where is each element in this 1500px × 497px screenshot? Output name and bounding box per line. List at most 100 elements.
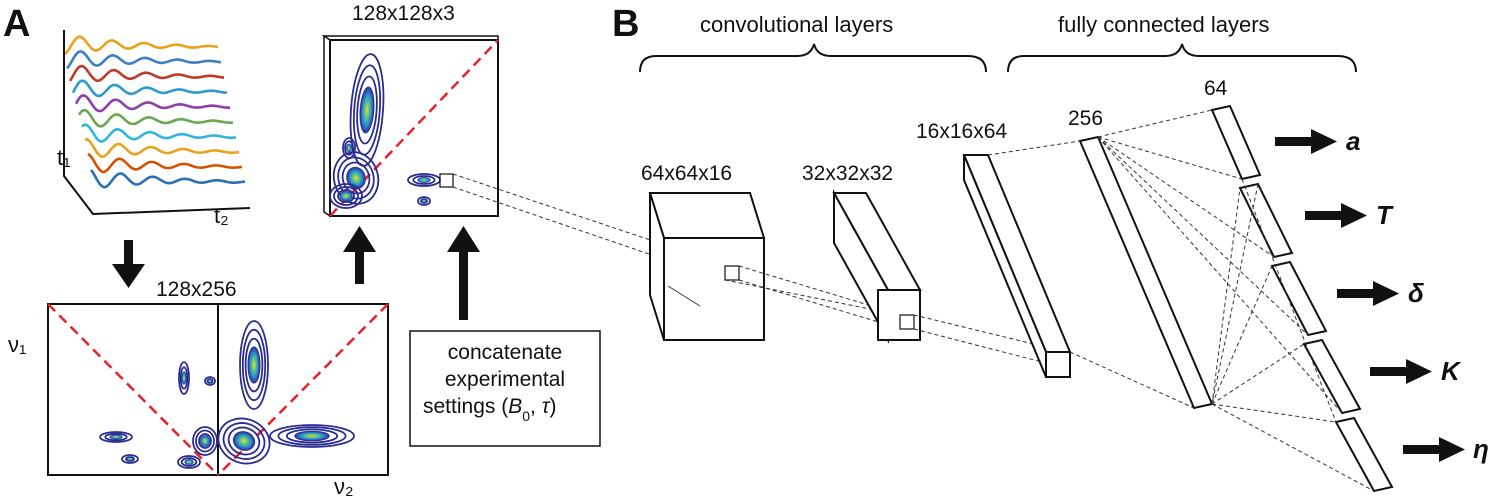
contour-ring <box>329 183 363 209</box>
peak-small-6 <box>177 455 201 469</box>
contour-peak <box>109 434 123 440</box>
output-eta: η <box>1473 434 1489 464</box>
contour-ring <box>337 189 355 203</box>
trace-line <box>84 137 240 159</box>
peak-small-5 <box>204 376 216 386</box>
fc-heading: fully connected layers <box>1058 12 1270 37</box>
contour-ring <box>217 417 271 465</box>
contour-peak <box>181 371 187 385</box>
input-peak-small <box>417 196 431 206</box>
output-arrow-delta <box>1337 281 1399 306</box>
contour-peak <box>339 191 353 201</box>
contour-ring <box>412 175 436 185</box>
fc256-dims-label: 256 <box>1068 107 1103 130</box>
input-peak-left <box>342 137 356 159</box>
input-peak-corner <box>329 183 363 209</box>
contour-ring <box>227 426 261 456</box>
trace-line <box>81 123 237 143</box>
trace-line <box>89 169 246 189</box>
contour-ring <box>192 426 218 456</box>
spectrum-128x256 <box>47 303 389 476</box>
input-dims-label: 128x128x3 <box>352 2 455 25</box>
settings-line-1: concatenate <box>448 341 562 364</box>
output-arrow-eta <box>1403 437 1465 462</box>
contour-ring <box>244 337 264 393</box>
contour-ring <box>341 161 371 195</box>
contour-ring <box>177 455 201 469</box>
tau-symbol: τ <box>542 395 551 418</box>
contour-ring <box>198 433 212 449</box>
output-arrow-t <box>1305 203 1367 228</box>
fc-connections <box>1097 136 1375 492</box>
contour-ring <box>420 198 428 204</box>
trace-axes <box>63 30 251 216</box>
freq-axis-1-label: ν₁ <box>8 332 26 357</box>
b0-symbol: B <box>508 395 522 418</box>
output-t: T <box>1376 200 1394 230</box>
contour-ring <box>206 378 214 384</box>
fc-brace <box>1007 43 1357 73</box>
contour-ring <box>178 361 190 395</box>
fc-layer-64 <box>1210 104 1394 493</box>
fc-layer-256 <box>1078 135 1214 410</box>
conv-layer-64x64x16 <box>648 192 766 341</box>
contour-ring <box>99 431 133 443</box>
time-domain-traces <box>63 30 251 216</box>
trace-line <box>66 50 222 70</box>
settings-close-paren: ) <box>550 395 557 418</box>
contour-ring <box>121 454 139 464</box>
contour-peak <box>248 346 260 384</box>
trace-line <box>68 64 225 83</box>
freq-axis-2-label: ν₂ <box>334 474 354 497</box>
input-peak-right <box>407 173 441 187</box>
panel-label-b: B <box>612 3 639 45</box>
input-cube-128x128x3 <box>321 34 499 218</box>
peak-small-4 <box>121 454 139 464</box>
settings-line-3: settings (B0, τ) <box>423 395 557 424</box>
spectrum-contours <box>99 320 355 469</box>
output-arrow-a <box>1275 129 1337 154</box>
contour-ring <box>417 196 431 206</box>
settings-box: concatenate experimental settings (B0, τ… <box>409 330 601 447</box>
contour-ring <box>104 432 128 442</box>
trace-line <box>63 35 219 56</box>
contour-peak <box>346 167 366 189</box>
contour-ring <box>332 151 380 205</box>
contour-ring <box>125 456 135 462</box>
conv2-dims-label: 32x32x32 <box>802 162 893 185</box>
contour-peak <box>126 457 134 461</box>
contour-ring <box>356 75 378 145</box>
panel-label-a: A <box>3 3 30 45</box>
conv1-dims-label: 64x64x16 <box>641 162 732 185</box>
contour-peak <box>184 459 194 465</box>
trace-series <box>63 35 246 189</box>
trace-line <box>74 94 230 113</box>
settings-line-3-prefix: settings ( <box>423 395 508 418</box>
contour-peak <box>200 435 210 447</box>
peak-main <box>239 320 269 410</box>
contour-ring <box>333 186 359 206</box>
diagonal-line-left <box>47 303 219 476</box>
settings-separator: , <box>530 395 542 418</box>
contour-ring <box>239 320 269 410</box>
output-delta: δ <box>1408 278 1424 308</box>
peak-small-2 <box>192 426 218 456</box>
contour-ring <box>277 426 347 446</box>
contour-peak <box>233 431 255 451</box>
output-k: K <box>1441 356 1462 386</box>
peak-right <box>269 424 355 448</box>
time-axis-2-label: t₂ <box>214 203 229 228</box>
contour-ring <box>179 366 189 390</box>
trace-line <box>87 152 243 174</box>
contour-ring <box>269 424 355 448</box>
peak-small-3 <box>99 431 133 443</box>
receptive-field-square <box>439 173 454 188</box>
contour-ring <box>241 328 267 402</box>
b0-subscript: 0 <box>522 408 530 424</box>
output-a: a <box>1346 126 1360 156</box>
trace-line <box>77 108 234 128</box>
arrow-up-to-input <box>343 226 376 284</box>
spectrum-dims-label: 128x256 <box>156 278 237 301</box>
conv-brace <box>639 43 987 73</box>
